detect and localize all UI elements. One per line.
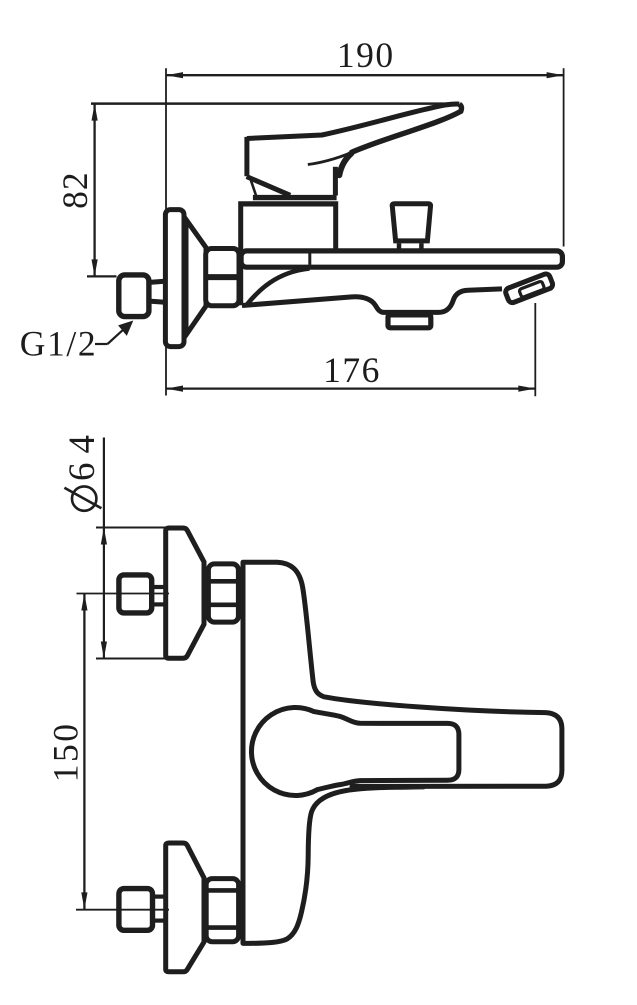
- svg-text:176: 176: [323, 350, 381, 390]
- svg-text:G1/2: G1/2: [20, 324, 97, 364]
- svg-text:150: 150: [45, 721, 85, 782]
- svg-text:190: 190: [337, 35, 395, 75]
- svg-text:64: 64: [62, 426, 103, 481]
- svg-text:82: 82: [55, 171, 95, 209]
